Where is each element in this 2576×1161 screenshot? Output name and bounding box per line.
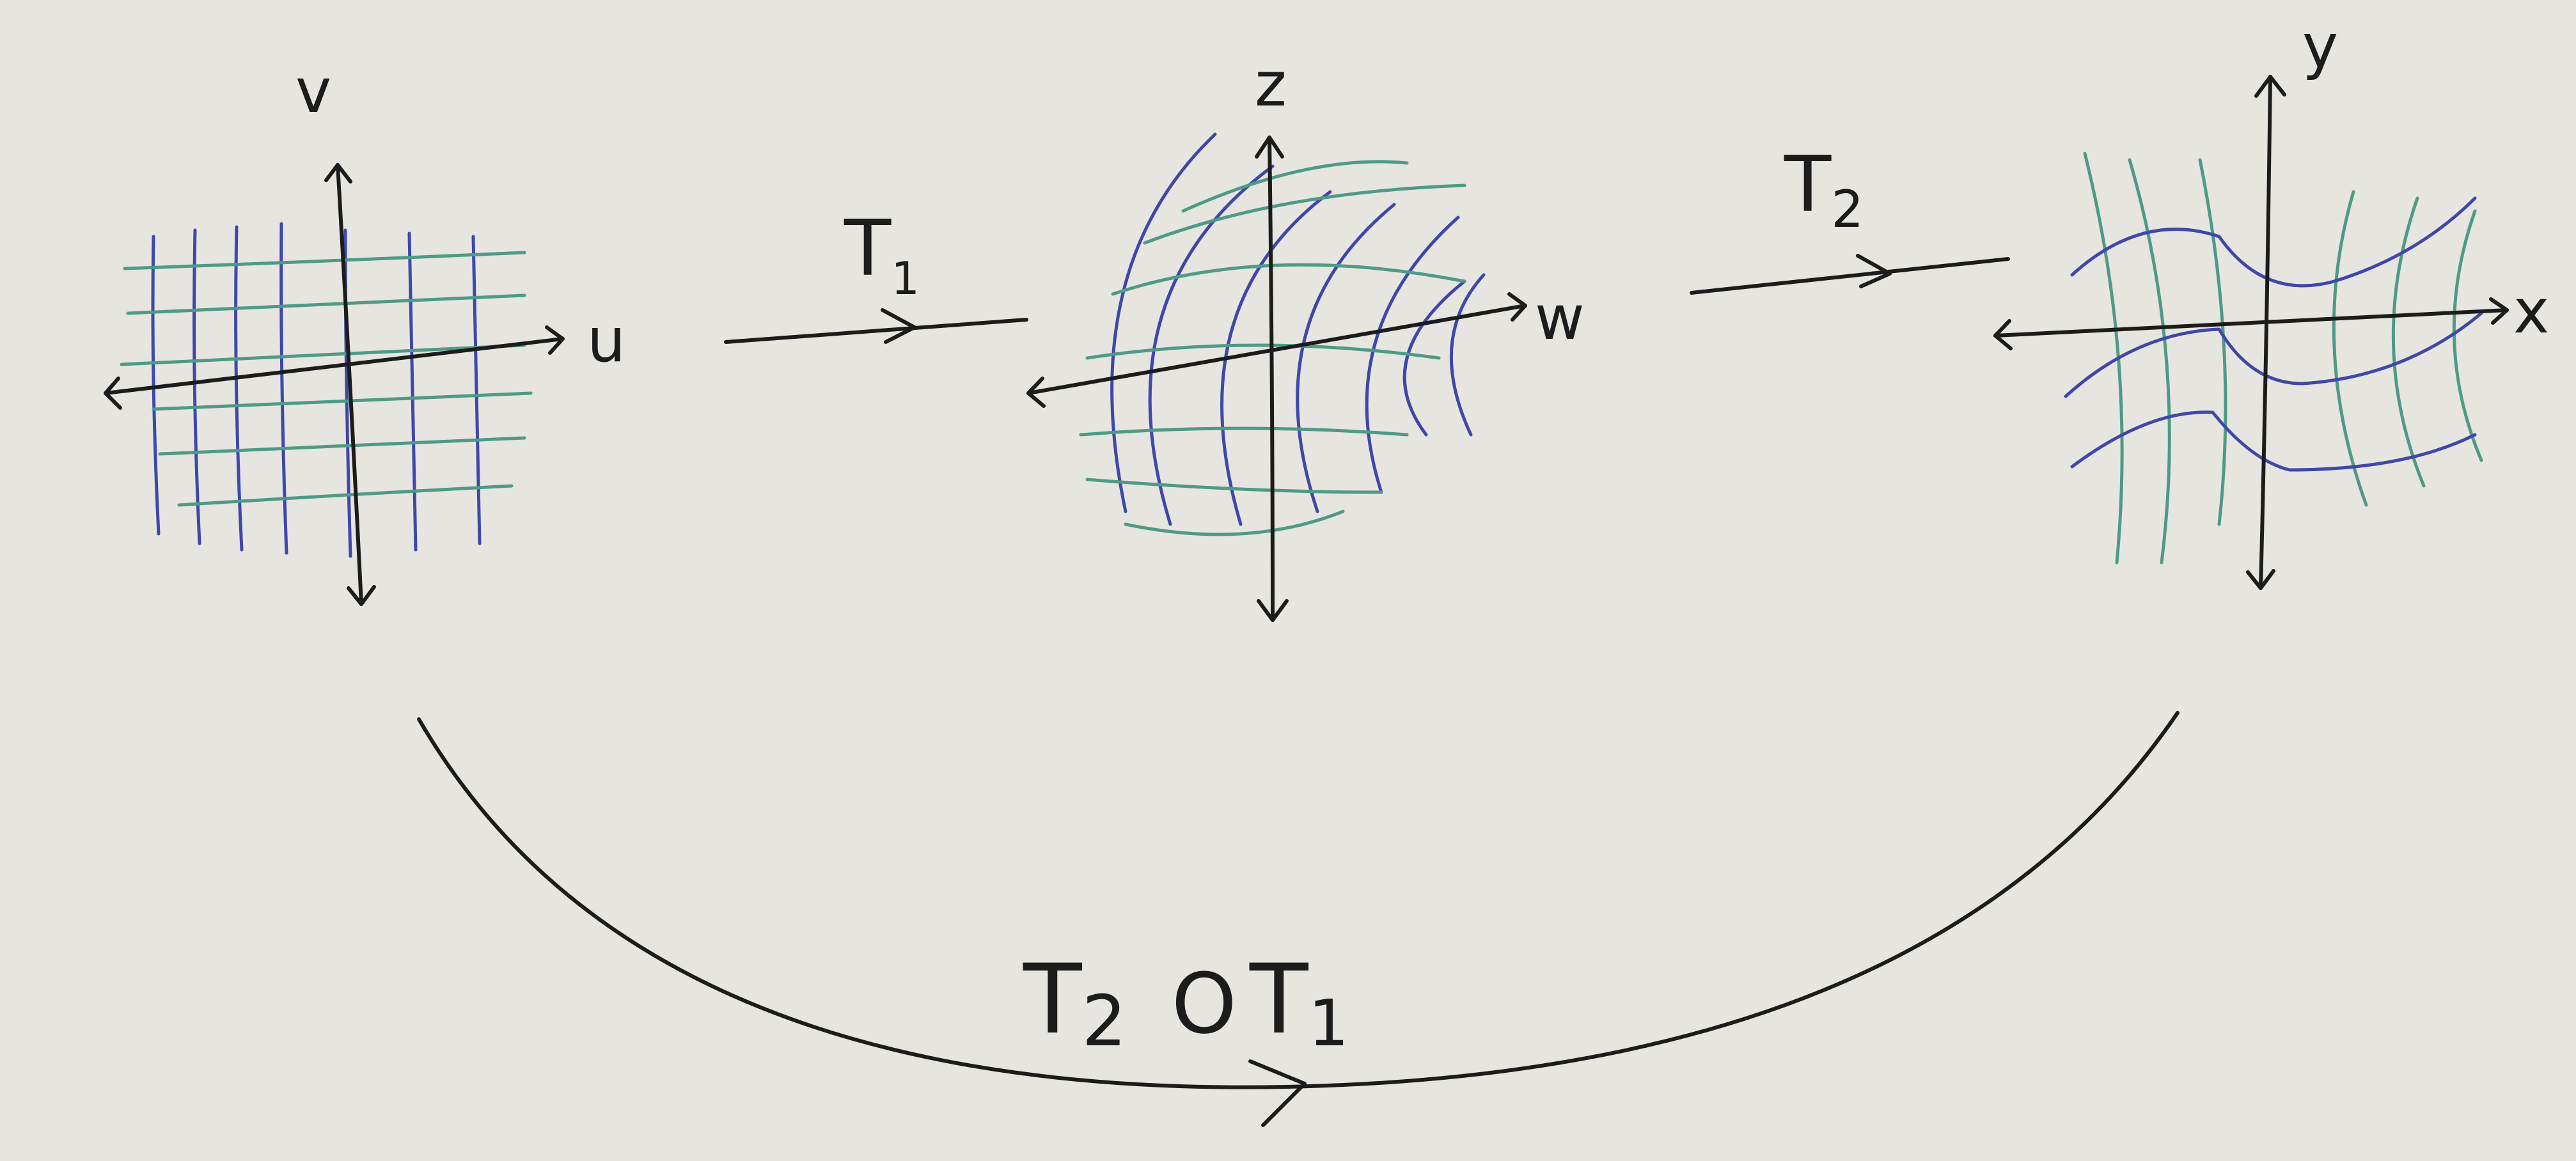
t1-label-sub: 1 (891, 253, 920, 305)
w-axis-arrowhead (1507, 292, 1527, 322)
u-axis-left-arrowhead (104, 377, 122, 410)
uv-axes (104, 163, 565, 606)
composite-label-right-main: T (1249, 944, 1309, 1056)
panel-xy: y x (1993, 12, 2549, 590)
composite-label-left-main: T (1023, 944, 1083, 1056)
composite-label-right-sub: 1 (1308, 986, 1349, 1061)
t1-arrow-shaft (724, 318, 1028, 344)
t2-label: T2 (1784, 141, 1864, 239)
zw-grid-blue (1110, 132, 1486, 526)
composite-label-left-sub: 2 (1082, 980, 1127, 1062)
z-axis-line (1268, 136, 1275, 622)
y-axis-bottom-arrowhead (2246, 569, 2275, 590)
t2-label-main: T (1784, 141, 1832, 230)
composite-arrowhead (1248, 1059, 1307, 1127)
x-axis-label: x (2513, 277, 2549, 347)
xy-grid-green (2083, 152, 2483, 565)
t1-arrowhead (881, 308, 916, 344)
t2-arrow-shaft (1690, 257, 2010, 295)
zw-grid-green (1079, 160, 1466, 536)
v-axis-label: v (295, 56, 331, 127)
w-axis-left-arrowhead (1026, 377, 1046, 408)
zw-axes (1026, 136, 1527, 622)
composite-label-op: O (1172, 955, 1237, 1052)
u-axis-line (104, 337, 565, 395)
x-axis-arrowhead (2489, 297, 2509, 325)
z-axis-bottom-arrowhead (1257, 599, 1289, 622)
v-axis-top-arrowhead (324, 163, 352, 183)
t2-label-sub: 2 (1831, 180, 1864, 239)
z-axis-label: z (1255, 50, 1287, 120)
w-axis-label: w (1535, 283, 1585, 354)
u-axis-arrowhead (545, 325, 565, 355)
v-axis-line (336, 163, 363, 606)
x-axis-line (1993, 308, 2509, 338)
arrow-t1: T1 (724, 205, 1028, 344)
uv-grid-blue (151, 222, 482, 558)
panel-uv: v u (104, 56, 625, 606)
w-axis-line (1026, 304, 1527, 395)
panel-zw: z w (1026, 50, 1585, 622)
arrow-t2: T2 (1690, 141, 2010, 295)
composite-arc (417, 711, 2179, 1089)
t1-label: T1 (844, 205, 920, 305)
uv-grid-green (120, 251, 533, 507)
v-axis-bottom-arrowhead (347, 585, 376, 606)
xy-axes (1993, 75, 2509, 590)
x-axis-left-arrowhead (1993, 319, 2013, 350)
xy-grid-blue (2064, 196, 2483, 472)
t1-label-main: T (844, 205, 891, 293)
y-axis-top-arrowhead (2254, 75, 2286, 98)
t2-arrowhead (1856, 254, 1892, 288)
y-axis-line (2259, 75, 2272, 590)
u-axis-label: u (587, 306, 625, 376)
y-axis-label: y (2302, 12, 2338, 82)
z-axis-top-arrowhead (1255, 136, 1284, 159)
